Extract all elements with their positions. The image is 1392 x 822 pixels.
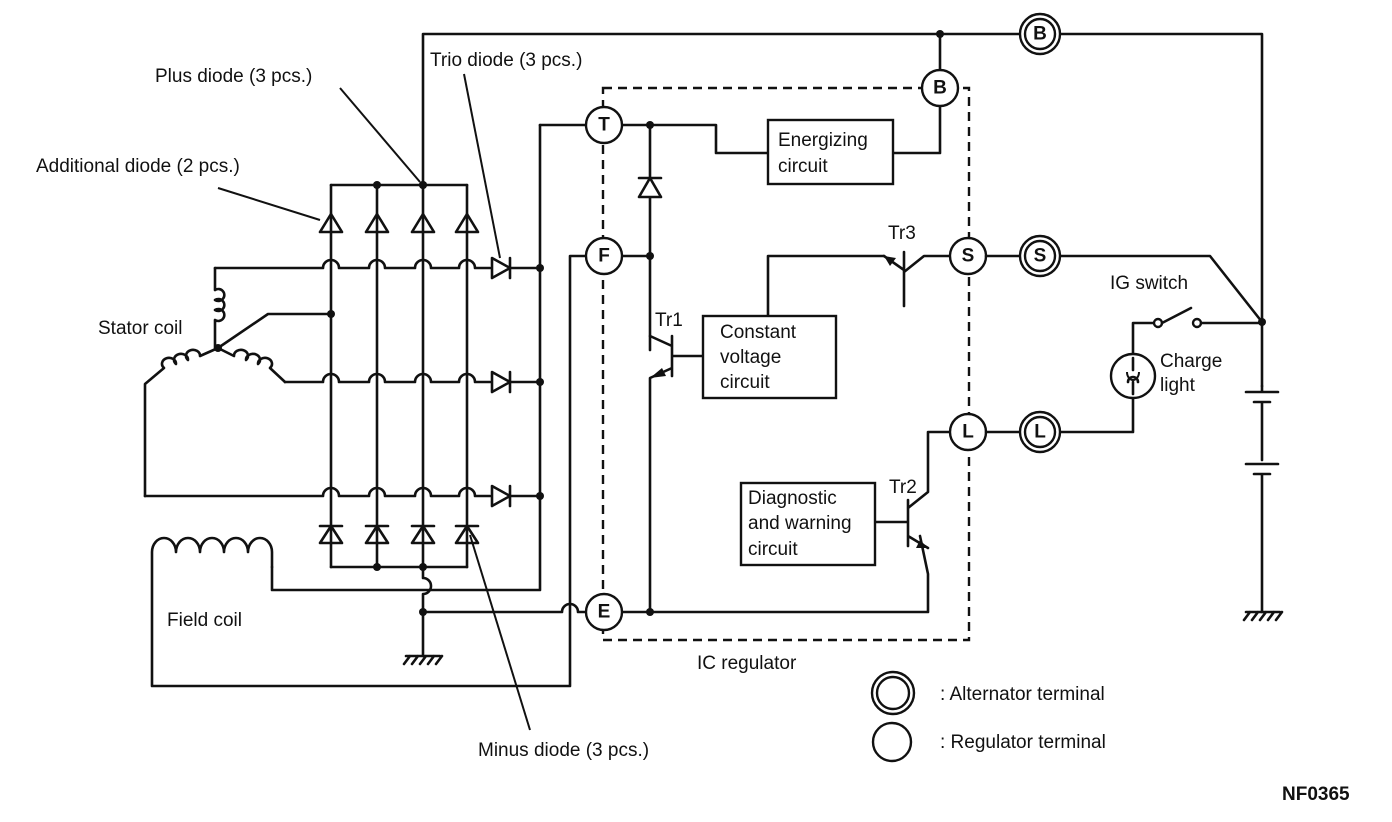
charge-light-label-2: light: [1160, 375, 1196, 396]
reg-terminal-f: F: [584, 236, 624, 276]
field-coil: [150, 254, 587, 688]
diagnostic-line-2: and warning: [748, 513, 852, 534]
diagnostic-warning-block: Diagnostic and warning circuit: [739, 481, 877, 567]
additional-diode-label: Additional diode (2 pcs.): [36, 156, 240, 177]
constant-line-3: circuit: [720, 372, 770, 393]
leader-lines: [217, 73, 531, 731]
energizing-line-1: Energizing: [778, 130, 868, 151]
legend-alternator-text: : Alternator terminal: [940, 684, 1105, 705]
diagnostic-line-1: Diagnostic: [748, 488, 837, 509]
svg-text:S: S: [1034, 246, 1047, 267]
tr2-label: Tr2: [889, 477, 917, 498]
ig-switch-label: IG switch: [1110, 273, 1188, 294]
ic-regulator-boundary: [601, 86, 971, 642]
plus-diode-1: [364, 212, 390, 234]
minus-diode-label: Minus diode (3 pcs.): [478, 740, 649, 761]
plus-diode-2: [410, 212, 436, 234]
legend-alternator-symbol: [870, 670, 916, 716]
svg-text:F: F: [598, 246, 610, 267]
reg-terminal-t: T: [584, 105, 624, 145]
phase-lines: [143, 258, 492, 498]
tr1-label: Tr1: [655, 310, 683, 331]
svg-text:S: S: [962, 246, 975, 267]
energizing-line-2: circuit: [778, 156, 828, 177]
alt-terminal-l: L: [1018, 410, 1062, 454]
legend-regulator-symbol: [871, 721, 913, 763]
tr3-label: Tr3: [888, 223, 916, 244]
energizing-circuit-block: Energizing circuit: [766, 118, 895, 186]
legend-regulator-text: : Regulator terminal: [940, 732, 1106, 753]
svg-text:B: B: [1033, 24, 1047, 45]
alt-terminal-b: B: [1018, 12, 1062, 56]
reg-terminal-b: B: [920, 68, 960, 108]
legend: : Alternator terminal : Regulator termin…: [870, 670, 1106, 763]
plus-diode-3: [454, 212, 480, 234]
svg-text:T: T: [598, 115, 610, 136]
reg-terminal-l: L: [948, 412, 988, 452]
ground-lines: [402, 565, 587, 666]
battery-icon: [1242, 384, 1284, 622]
b-output-line: [419, 30, 1264, 388]
svg-text:B: B: [933, 78, 947, 99]
minus-diode-3: [454, 524, 480, 545]
reg-terminal-e: E: [584, 592, 624, 632]
plus-diode-label: Plus diode (3 pcs.): [155, 66, 312, 87]
minus-diode-2: [410, 524, 436, 545]
stator-coil-label: Stator coil: [98, 318, 182, 339]
charge-light-label-1: Charge: [1160, 351, 1222, 372]
reg-terminal-s: S: [948, 236, 988, 276]
svg-text:L: L: [962, 422, 974, 443]
field-coil-label: Field coil: [167, 610, 242, 631]
svg-text:E: E: [598, 602, 611, 623]
additional-diode-bottom: [318, 524, 344, 545]
constant-voltage-block: Constant voltage circuit: [701, 314, 838, 400]
regulator-terminals: T F E B S L: [584, 68, 988, 632]
ic-regulator-label: IC regulator: [697, 653, 797, 674]
constant-line-1: Constant: [720, 322, 797, 343]
trio-diodes: [270, 123, 587, 592]
constant-line-2: voltage: [720, 347, 781, 368]
additional-diode-top: [318, 212, 344, 234]
stator-coil: [143, 266, 287, 498]
alt-terminal-s: S: [1018, 234, 1062, 278]
rectifier-bridge: [318, 181, 480, 571]
minus-diode-1: [364, 524, 390, 545]
svg-text:L: L: [1034, 422, 1046, 443]
regulator-internal-wiring: [621, 104, 952, 616]
charge-light-icon: [1109, 352, 1157, 400]
diagnostic-line-3: circuit: [748, 539, 798, 560]
external-wiring: [984, 254, 1266, 434]
alternator-terminals: B S L: [1018, 12, 1062, 454]
figure-id: NF0365: [1282, 784, 1350, 805]
trio-diode-label: Trio diode (3 pcs.): [430, 50, 582, 71]
